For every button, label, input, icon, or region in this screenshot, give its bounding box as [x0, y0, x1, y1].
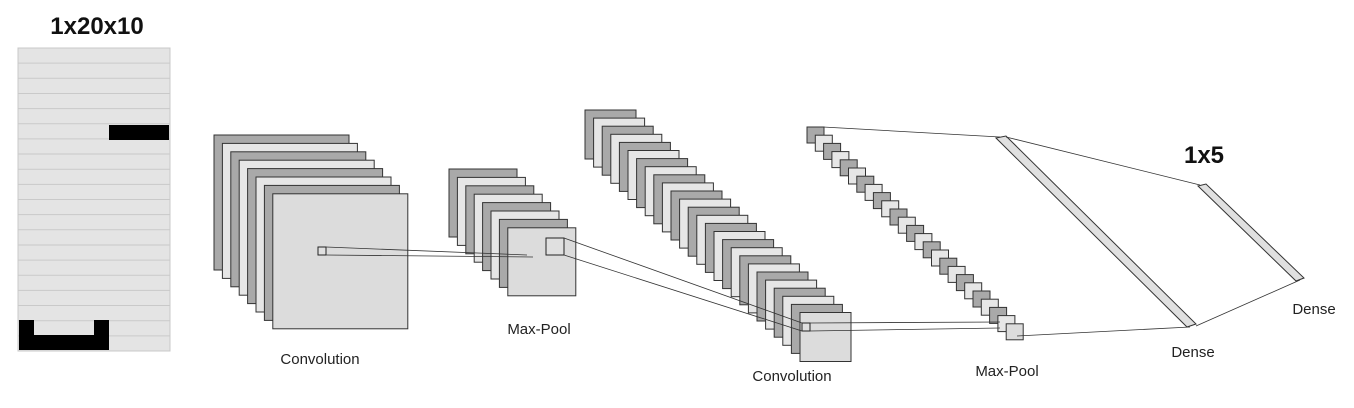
conv1-kernel-square	[317, 246, 327, 256]
input-filled-cell-u-shape	[19, 320, 109, 350]
dense2-layer-bar	[1197, 183, 1305, 282]
output-shape-label: 1x5	[1184, 142, 1224, 169]
connection-lines	[325, 126, 1301, 337]
dense2-label: Dense	[1292, 301, 1335, 318]
conv2-kernel-square	[801, 322, 811, 332]
conv2-label: Convolution	[752, 368, 831, 385]
pool2-label: Max-Pool	[975, 363, 1038, 380]
input-filled-cell-block	[109, 125, 169, 140]
conn-conv2-pool2-top	[809, 321, 1001, 324]
input-grid	[17, 47, 171, 352]
conn-pool2-dense1-bottom	[1016, 326, 1191, 337]
conn-dense1-dense2-bottom	[1195, 279, 1301, 327]
conn-conv1-pool1-top	[325, 246, 528, 256]
input-shape-label: 1x20x10	[50, 13, 143, 40]
conn-conv2-pool2-bottom	[809, 327, 1001, 332]
dense1-layer-bar	[994, 135, 1197, 328]
pool2-feature-map	[1005, 323, 1024, 341]
conn-conv1-pool1-bottom	[325, 254, 534, 258]
conn-pool1-conv2-top	[563, 237, 803, 324]
pool1-label: Max-Pool	[507, 321, 570, 338]
pool2-feature-maps	[806, 126, 1024, 341]
conv1-label: Convolution	[280, 351, 359, 368]
pool1-kernel-square	[545, 237, 565, 256]
dense1-label: Dense	[1171, 344, 1214, 361]
conv2-feature-maps	[584, 109, 852, 362]
conv1-feature-maps	[213, 134, 409, 330]
conn-dense1-dense2-top	[1005, 136, 1201, 186]
conn-pool2-dense1-top	[822, 126, 1001, 138]
conn-pool1-conv2-bottom	[563, 254, 803, 332]
conv1-feature-map	[272, 193, 409, 330]
pool1-feature-maps	[448, 168, 577, 297]
pool1-feature-map	[507, 227, 577, 297]
conv2-feature-map	[799, 312, 852, 362]
